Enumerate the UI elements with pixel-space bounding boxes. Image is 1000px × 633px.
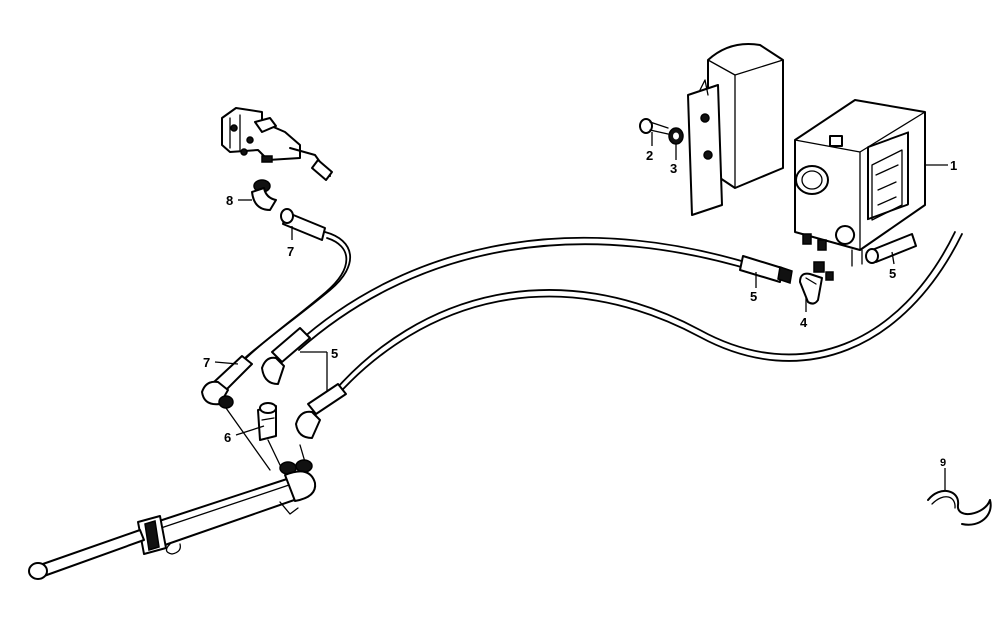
tee-fitting-part-6	[257, 402, 277, 441]
callout-6: 6	[224, 430, 231, 445]
callout-7-lower: 7	[203, 355, 210, 370]
bolt-part-2	[639, 118, 669, 135]
hose-lines	[241, 231, 963, 401]
leader-lines	[214, 132, 948, 490]
callout-5-center: 5	[331, 346, 338, 361]
hose-clamp-part-9	[927, 490, 992, 526]
callout-9: 9	[940, 457, 946, 469]
hose-end-fitting-5-lower	[295, 383, 347, 439]
pump-assembly	[794, 99, 926, 281]
callout-2: 2	[646, 148, 653, 163]
hose-end-fitting-5-pump-right	[865, 233, 917, 264]
control-valve	[221, 107, 333, 181]
callout-5-pump-right: 5	[889, 266, 896, 281]
callout-4: 4	[800, 315, 808, 330]
callout-7-top: 7	[287, 244, 294, 259]
washer-part-3	[668, 127, 684, 145]
mounting-bracket	[687, 43, 784, 216]
elbow-fitting-part-8	[251, 179, 277, 211]
callout-1: 1	[950, 158, 957, 173]
hose-end-fitting-5-pump-left	[739, 255, 793, 284]
hydraulic-cylinder	[28, 470, 317, 580]
callout-3: 3	[670, 161, 677, 176]
callout-5-pump-left: 5	[750, 289, 757, 304]
elbow-fitting-part-4	[799, 272, 823, 305]
hose-end-fitting-5-center	[261, 327, 311, 385]
hose-end-fitting-7-top	[280, 208, 326, 241]
callout-8: 8	[226, 193, 233, 208]
